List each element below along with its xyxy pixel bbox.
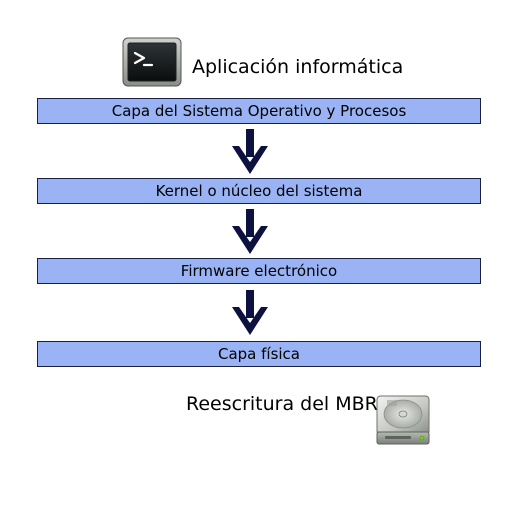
down-arrow-icon bbox=[231, 209, 269, 255]
layer-physical: Capa física bbox=[37, 341, 481, 367]
terminal-icon bbox=[122, 37, 182, 87]
down-arrow-icon bbox=[231, 129, 269, 175]
layer-operating-system: Capa del Sistema Operativo y Procesos bbox=[37, 98, 481, 124]
application-label: Aplicación informática bbox=[192, 56, 404, 78]
down-arrow-icon bbox=[231, 290, 269, 336]
hard-drive-icon bbox=[375, 392, 431, 448]
layer-firmware: Firmware electrónico bbox=[37, 258, 481, 284]
mbr-rewrite-label: Reescritura del MBR bbox=[186, 393, 378, 415]
layer-kernel: Kernel o núcleo del sistema bbox=[37, 178, 481, 204]
